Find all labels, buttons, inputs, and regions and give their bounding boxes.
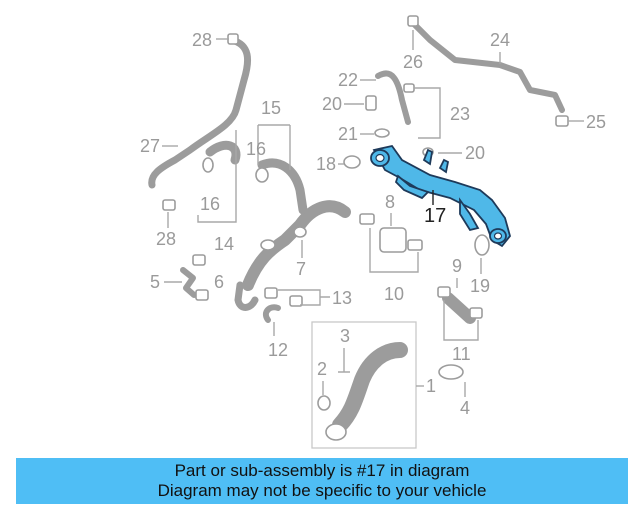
part-1-box — [311, 321, 417, 449]
parts-diagram: 28 27 28 15 16 16 14 7 5 6 12 — [140, 15, 606, 449]
callout-27: 27 — [140, 136, 160, 156]
callout-26: 26 — [403, 52, 423, 72]
oring-18-right — [474, 234, 490, 256]
oring-18-left — [343, 155, 361, 169]
part-8-10 — [359, 213, 423, 253]
part-9-11 — [437, 286, 483, 324]
callout-21: 21 — [338, 124, 358, 144]
info-banner: Part or sub-assembly is #17 in diagram D… — [16, 458, 628, 504]
callout-5: 5 — [150, 272, 160, 292]
callout-19: 20 — [322, 94, 342, 114]
callout-25: 25 — [586, 112, 606, 132]
callout-17: 17 — [424, 205, 446, 227]
callout-16-right: 16 — [246, 139, 266, 159]
callout-10: 10 — [384, 284, 404, 304]
part-5-6 — [180, 254, 259, 311]
highlighted-part-17[interactable] — [370, 144, 511, 248]
callout-3: 3 — [340, 326, 350, 346]
part-4 — [438, 364, 464, 380]
callout-9: 9 — [452, 256, 462, 276]
parts-19-23 — [365, 70, 434, 157]
callout-11: 11 — [452, 344, 471, 364]
callout-2: 2 — [317, 359, 327, 379]
callout-24: 24 — [490, 30, 510, 50]
banner-line-2: Diagram may not be specific to your vehi… — [157, 481, 487, 500]
pipe-24 — [407, 15, 569, 127]
callout-6: 6 — [214, 272, 224, 292]
callout-12: 12 — [268, 340, 288, 360]
callout-22: 22 — [338, 70, 358, 90]
hose-1 — [317, 342, 408, 441]
callout-18-left: 18 — [316, 154, 336, 174]
callout-7: 7 — [296, 259, 306, 279]
callout-28-bottom: 28 — [156, 229, 176, 249]
hose-27 — [148, 33, 252, 211]
part-12-13 — [262, 287, 303, 323]
callout-23: 23 — [450, 104, 470, 124]
callout-1: 1 — [426, 376, 436, 396]
callout-16-left: 16 — [200, 194, 220, 214]
hose-15 — [202, 140, 308, 215]
callout-15: 15 — [261, 98, 281, 118]
hose-7 — [242, 200, 351, 291]
callout-28-top: 28 — [192, 30, 212, 50]
callout-8: 8 — [385, 192, 395, 212]
callout-14: 14 — [214, 234, 234, 254]
callout-18-right: 19 — [470, 276, 490, 296]
banner-line-1: Part or sub-assembly is #17 in diagram — [174, 461, 470, 480]
callout-4: 4 — [460, 398, 470, 418]
callout-13: 13 — [332, 288, 352, 308]
callout-20: 20 — [465, 143, 485, 163]
